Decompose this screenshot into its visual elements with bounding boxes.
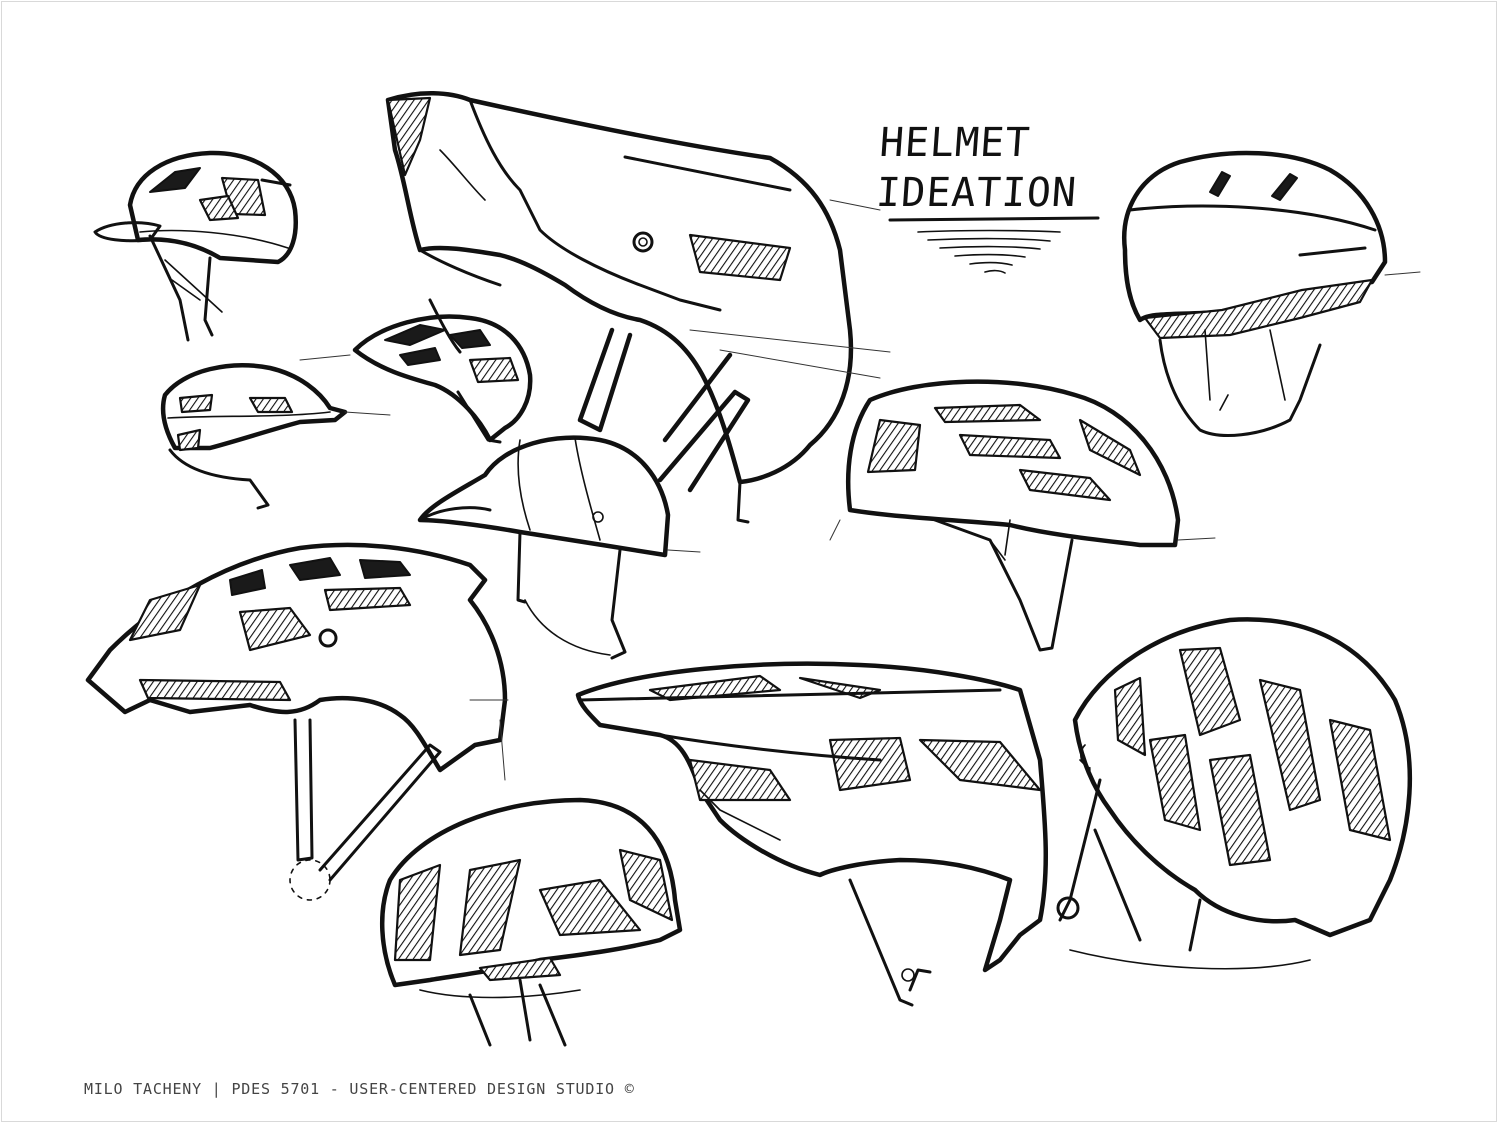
skate-helmet-sketch — [1122, 150, 1421, 437]
aero-road-helmet-sketch — [379, 797, 683, 1047]
commuter-helmet-with-visor-sketch — [93, 150, 298, 342]
cap-style-helmet-sketch — [417, 435, 701, 660]
full-face-downhill-helmet-sketch — [385, 91, 891, 524]
page-title: HELMET IDEATION — [875, 118, 1083, 218]
footer-credit: MILO TACHENY | PDES 5701 - USER-CENTERED… — [84, 1080, 635, 1098]
page-title-line-1: HELMET — [878, 120, 1032, 166]
trail-helmet-angled-sketch — [299, 314, 533, 444]
title-underline-flourish — [888, 216, 1100, 274]
road-helmet-rear-sketch — [1056, 617, 1413, 970]
page-title-line-2: IDEATION — [874, 170, 1079, 216]
mtb-helmet-visor-large-sketch — [85, 542, 509, 901]
road-helmet-vented-sketch — [829, 379, 1216, 652]
trail-helmet-small-sketch — [160, 363, 391, 510]
enduro-helmet-large-sketch — [575, 661, 1048, 1007]
